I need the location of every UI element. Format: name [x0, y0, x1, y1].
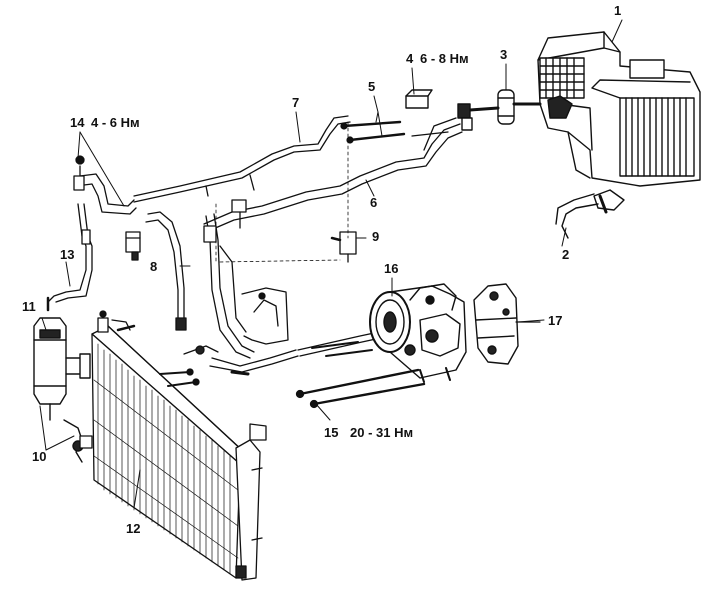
label-4: 4 [406, 51, 414, 66]
evaporator-housing [537, 31, 701, 239]
bolts-5 [340, 120, 406, 144]
label-5: 5 [368, 79, 376, 94]
bracket-4 [405, 89, 433, 109]
label-14-torque: 4 - 6 Нм [91, 115, 140, 130]
label-14: 14 [70, 115, 85, 130]
label-2: 2 [562, 247, 570, 262]
receiver-drier-3 [457, 89, 542, 131]
label-12: 12 [126, 521, 141, 536]
bolts-15 [295, 341, 426, 409]
label-13: 13 [60, 247, 75, 262]
label-10: 10 [32, 449, 47, 464]
compressor-bracket-17 [473, 283, 541, 365]
label-4-torque: 6 - 8 Нм [420, 51, 469, 66]
receiver-drier-10 [33, 317, 91, 463]
compressor-16 [369, 283, 467, 383]
label-6: 6 [370, 195, 378, 210]
label-15: 15 [324, 425, 339, 440]
clamp-9 [330, 231, 357, 263]
label-1: 1 [614, 3, 622, 18]
label-3: 3 [500, 47, 508, 62]
label-16: 16 [384, 261, 399, 276]
label-9: 9 [372, 229, 380, 244]
label-7: 7 [292, 95, 300, 110]
leader-lines [39, 19, 623, 509]
line-13 [46, 203, 93, 312]
assembly-dash-lines [215, 121, 349, 263]
hose-bracket-14 [73, 155, 141, 261]
label-17: 17 [548, 313, 563, 328]
refrigerant-line-6 [203, 117, 463, 233]
refrigerant-line-7 [133, 115, 351, 203]
condenser-12 [79, 310, 267, 581]
label-11: 11 [22, 299, 36, 314]
label-8: 8 [150, 259, 158, 274]
refrigerant-line-8 [145, 199, 391, 376]
label-15-torque: 20 - 31 Нм [350, 425, 414, 440]
